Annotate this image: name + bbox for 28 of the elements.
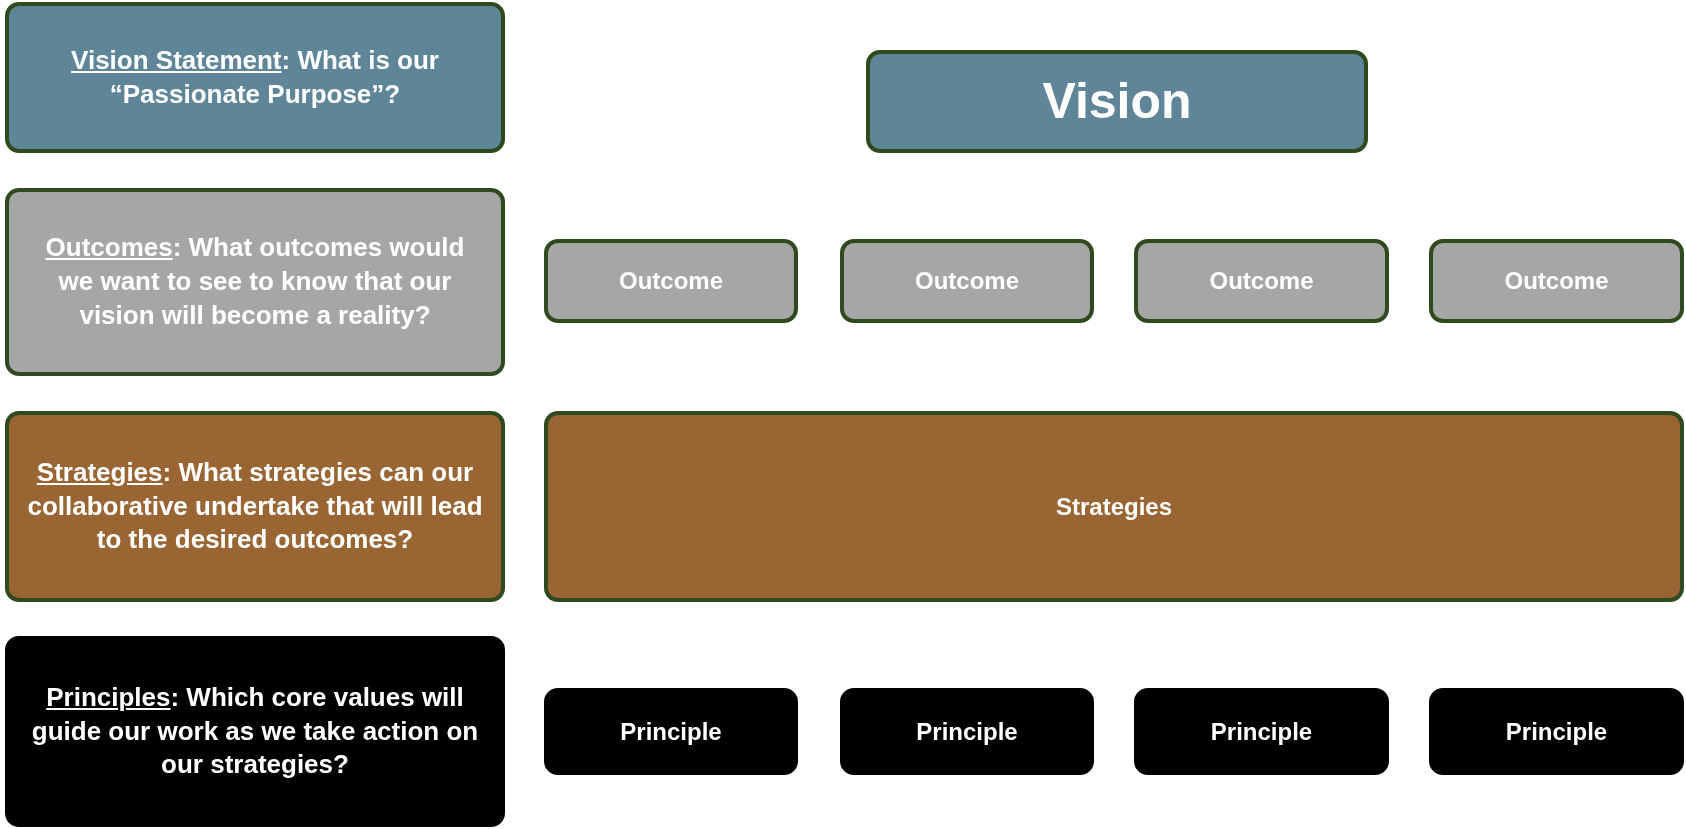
question-text: Outcomes: What outcomes would we want to see to know that our vision will become a reality? bbox=[44, 231, 466, 332]
box-label: Principle bbox=[619, 716, 723, 747]
question-box bbox=[5, 636, 505, 827]
box-label: Principle bbox=[915, 716, 1019, 747]
outcome-box bbox=[1429, 239, 1684, 323]
outcome-box bbox=[1134, 239, 1389, 323]
box-label: Outcome bbox=[1208, 266, 1315, 297]
principle-box bbox=[840, 688, 1094, 775]
outcome-box bbox=[840, 239, 1094, 323]
outcome-box bbox=[544, 239, 798, 323]
box-label: Outcome bbox=[618, 266, 724, 297]
question-box bbox=[5, 2, 505, 153]
question-box bbox=[5, 411, 505, 602]
principle-box bbox=[1429, 688, 1684, 775]
principle-box bbox=[544, 688, 798, 775]
box-label: Outcome bbox=[914, 266, 1020, 297]
box-label: Principle bbox=[1504, 716, 1609, 747]
question-text: Principles: Which core values will guide our work as we take action on our strategies? bbox=[30, 680, 480, 782]
box-label: Outcome bbox=[1503, 266, 1610, 297]
strategies-box bbox=[544, 411, 1684, 602]
box-label: Principle bbox=[1209, 716, 1314, 747]
title-box bbox=[866, 50, 1368, 153]
principle-box bbox=[1134, 688, 1389, 775]
question-box bbox=[5, 188, 505, 376]
box-label: Vision bbox=[1041, 72, 1193, 131]
question-text: Strategies: What strategies can our collaborative undertake that will lead to the desired outcomes? bbox=[26, 455, 484, 557]
box-label: Strategies bbox=[1054, 491, 1174, 522]
question-text: Vision Statement: What is our “Passionate Purpose”? bbox=[70, 43, 440, 111]
